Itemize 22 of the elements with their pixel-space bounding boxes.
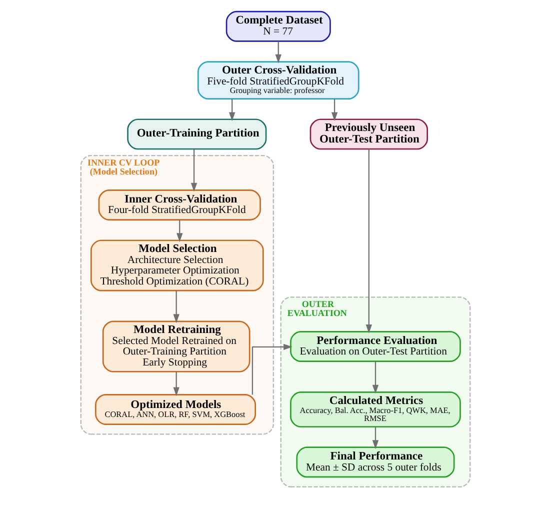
arrow (330, 98, 338, 122)
node-box: Outer-Training Partition (126, 118, 266, 150)
node-box: Calculated Metrics Accuracy, Bal. Acc., Macro-F1, QWK, MAE, RMSE (290, 392, 460, 428)
arrow (172, 290, 179, 324)
node-box: Performance Evaluation Evaluation on Outer-Test Partition (290, 331, 460, 362)
node-box: Complete Dataset N = 77 (225, 10, 330, 42)
node-box: Previously Unseen Outer-Test Partition (309, 118, 428, 150)
node-box: Model Selection Architecture Selection Hyperparameter Optimization Threshold Optimization (CORAL) (90, 240, 264, 292)
arrow (251, 344, 292, 395)
node-box: Optimized Models CORAL, ANN, OLR, RF, SVM, XGBoost (94, 394, 256, 425)
arrow (372, 427, 378, 450)
node-box: Final Performance Mean ± SD across 5 outer folds (296, 446, 454, 478)
arrow (365, 149, 372, 334)
arrow (228, 98, 235, 122)
arrow (274, 41, 281, 64)
arrow (372, 361, 378, 394)
arrow (172, 372, 179, 396)
node-box: Model Retraining Selected Model Retrained on Outer-Training Partition Early Stopping (102, 320, 250, 372)
node-box: Outer Cross-Validation Five-fold StratifiedGroupKFold Grouping variable: professor (196, 61, 359, 100)
node-box: Inner Cross-Validation Four-fold StratifiedGroupKFold (98, 190, 260, 220)
arrow (190, 149, 197, 192)
arrow (176, 220, 182, 242)
